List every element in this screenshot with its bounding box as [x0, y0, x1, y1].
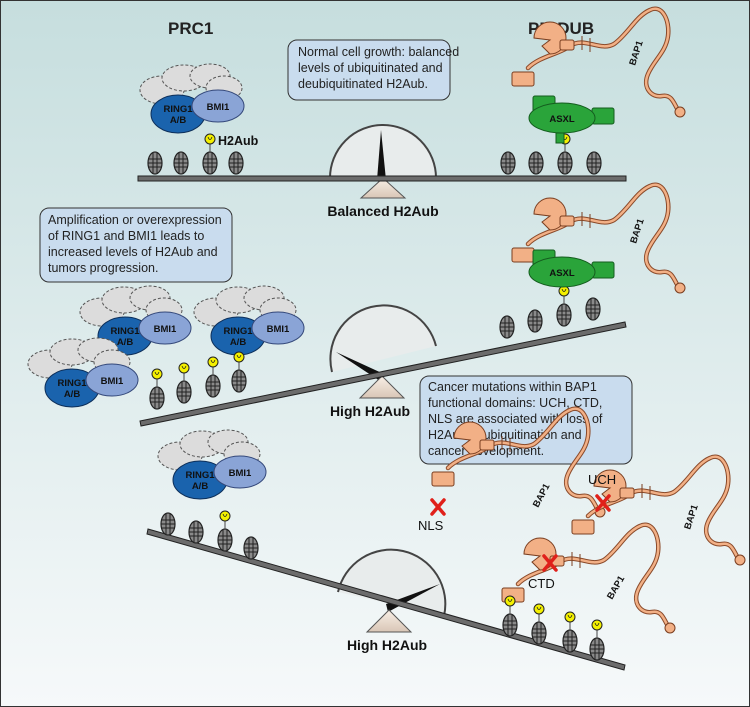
ring1-label: RING1 [110, 326, 140, 337]
pr-dub-complex-middle: BAP1 ASXL [512, 185, 685, 293]
note-middle: Amplification or overexpression of RING1… [39, 207, 233, 283]
bmi1-label: BMI1 [229, 468, 252, 479]
nucleosomes-top-left: H2Aub [147, 133, 259, 175]
note-middle-line-4: tumors progression. [48, 261, 158, 275]
prc1-complex-middle-1: RING1 A/B BMI1 [79, 285, 192, 356]
note-bottom-line-4: H2Aub deubiquitination and [428, 428, 582, 442]
note-top-line-3: deubiquitinated H2Aub. [298, 77, 428, 91]
note-top-line-1: Normal cell growth: balanced [298, 45, 459, 59]
balanced-h2aub-label: Balanced H2Aub [327, 203, 438, 219]
prc1-heading: PRC1 [168, 19, 213, 38]
high-h2aub-label-middle: High H2Aub [330, 403, 410, 419]
note-middle-line-2: of RING1 and BMI1 leads to [48, 229, 204, 243]
bmi1-label: BMI1 [154, 324, 177, 335]
uch-label: UCH [588, 472, 616, 487]
scale-bottom [146, 528, 626, 671]
ctd-label: CTD [528, 576, 555, 591]
note-middle-line-3: increased levels of H2Aub and [48, 245, 218, 259]
bmi1-label: BMI1 [207, 102, 230, 113]
ring1-label-sub: A/B [192, 481, 209, 492]
scale-top [137, 124, 627, 199]
ring1-label-sub: A/B [170, 115, 187, 126]
note-bottom-line-2: functional domains: UCH, CTD, [428, 396, 602, 410]
prc1-complex-top: RING1 A/B BMI1 [139, 63, 245, 134]
ring1-label: RING1 [57, 378, 87, 389]
note-top: Normal cell growth: balanced levels of u… [287, 39, 459, 101]
asxl-label: ASXL [549, 268, 575, 279]
note-middle-line-1: Amplification or overexpression [48, 213, 222, 227]
ring1-label: RING1 [163, 104, 193, 115]
ring1-label-sub: A/B [64, 389, 81, 400]
bmi1-label: BMI1 [101, 376, 124, 387]
note-bottom-line-1: Cancer mutations within BAP1 [428, 380, 597, 394]
asxl-label: ASXL [549, 114, 575, 125]
note-bottom-line-3: NLS are associated with loss of [428, 412, 603, 426]
ring1-label-sub: A/B [117, 337, 134, 348]
ring1-label: RING1 [223, 326, 253, 337]
note-bottom: Cancer mutations within BAP1 functional … [419, 375, 633, 465]
nls-label: NLS [418, 518, 444, 533]
scale-middle [139, 304, 627, 427]
prc1-complex-middle-3: RING1 A/B BMI1 [27, 337, 139, 408]
h2aub-label: H2Aub [218, 134, 259, 148]
ring1-label: RING1 [185, 470, 215, 481]
high-h2aub-label-bottom: High H2Aub [347, 637, 427, 653]
bmi1-label: BMI1 [267, 324, 290, 335]
note-top-line-2: levels of ubiquitinated and [298, 61, 443, 75]
prc1-complex-bottom: RING1 A/B BMI1 [157, 429, 267, 500]
ring1-label-sub: A/B [230, 337, 247, 348]
